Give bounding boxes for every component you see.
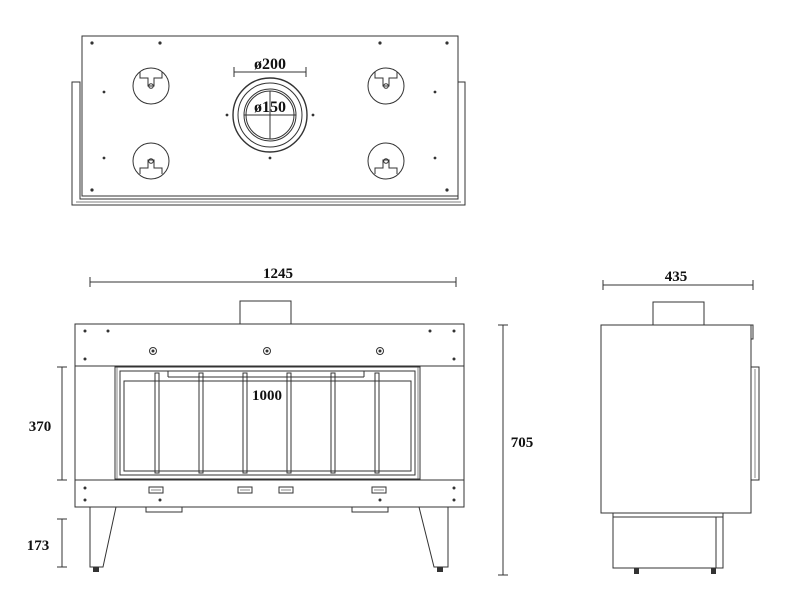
dimension-outer-diameter: ø200 (233, 56, 307, 77)
top-view: ø200 ø150 (71, 35, 466, 206)
front-view: 1000 1245 370 (27, 266, 534, 576)
side-flue-stub (652, 301, 705, 327)
dimension-total-height: 705 (498, 324, 534, 576)
outer-diameter-label: ø200 (254, 56, 286, 73)
side-base (612, 512, 724, 569)
side-view: 435 (600, 269, 760, 574)
glass-width-label: 1000 (252, 388, 282, 404)
top-view-spigot-ur (367, 67, 405, 105)
top-plate-screws (90, 41, 449, 192)
inner-diameter-label: ø150 (254, 99, 286, 116)
dimension-glass-height: 370 (29, 366, 67, 481)
side-body (600, 324, 752, 514)
glass-height-label: 370 (29, 419, 52, 435)
front-flue-stub (239, 300, 292, 326)
dimension-leg-height: 173 (27, 518, 67, 568)
dimension-depth: 435 (602, 269, 754, 290)
depth-label: 435 (665, 269, 688, 285)
front-firebox-bars (154, 372, 380, 474)
top-view-spigot-ll (132, 142, 170, 180)
dimension-width: 1245 (89, 266, 457, 287)
dimension-inner-diameter: ø150 (246, 99, 294, 116)
leg-height-label: 173 (27, 538, 50, 554)
total-height-label: 705 (511, 435, 534, 451)
front-bolts (149, 347, 384, 355)
top-view-spigot-ul (132, 67, 170, 105)
front-leg-right (418, 506, 449, 568)
front-body (74, 323, 465, 508)
width-label: 1245 (263, 266, 293, 282)
top-view-spigot-lr (367, 142, 405, 180)
front-vent-slots (148, 486, 387, 494)
front-leg-left (89, 506, 117, 568)
